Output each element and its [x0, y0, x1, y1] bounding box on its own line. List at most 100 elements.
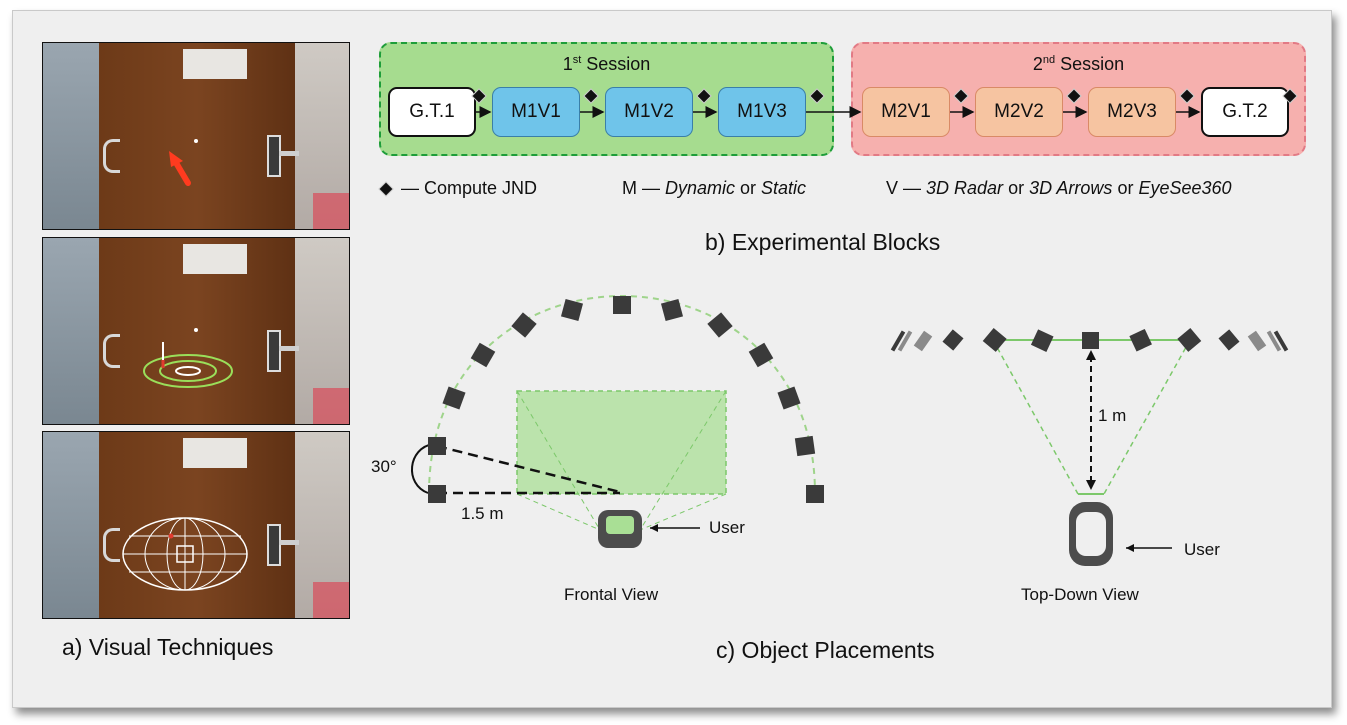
radar-ring	[175, 366, 201, 376]
jnd-legend-diamond-icon	[378, 181, 394, 197]
jnd-diamond-icon	[1066, 88, 1082, 104]
photo-paper	[183, 244, 247, 274]
session-2-label: 2nd Session	[1032, 54, 1125, 74]
block-m1v1: M1V1	[492, 87, 580, 137]
top-down-view-title: Top-Down View	[1021, 585, 1139, 604]
placement-box-icon	[913, 330, 933, 352]
placement-box-icon	[942, 329, 964, 351]
visual-technique-photo-eyesee360	[42, 431, 350, 619]
jnd-diamond-icon	[953, 88, 969, 104]
placement-box-icon	[1266, 330, 1282, 352]
placement-box-icon	[707, 312, 733, 338]
user-pointer-head	[650, 524, 658, 532]
placement-box-icon	[1218, 329, 1240, 351]
eyesee360-viewport	[176, 545, 194, 563]
placement-box-icon	[897, 330, 913, 352]
panel-a-caption: a) Visual Techniques	[62, 634, 274, 660]
block-m2v2: M2V2	[975, 87, 1063, 137]
angle-label: 30°	[371, 457, 397, 476]
distance-arrow-head	[1086, 350, 1096, 360]
placement-box-icon	[982, 327, 1007, 352]
arrow-overlay	[169, 151, 191, 186]
block-m2v3: M2V3	[1088, 87, 1176, 137]
field-of-view-area	[516, 390, 727, 495]
placement-box-icon	[748, 342, 774, 368]
photo-wall-detail	[313, 388, 349, 424]
placement-box-icon	[470, 342, 496, 368]
gaze-point	[194, 139, 198, 143]
distance-label-topdown: 1 m	[1098, 406, 1127, 425]
placement-box-icon	[428, 485, 446, 503]
fov-line	[516, 493, 601, 531]
photo-door-handle	[267, 330, 299, 372]
photo-paper	[183, 438, 247, 468]
placement-box-icon	[1273, 330, 1289, 352]
placement-box-icon	[1082, 332, 1099, 349]
photo-wall-detail	[313, 193, 349, 229]
panel-b-caption: b) Experimental Blocks	[705, 229, 941, 255]
placement-box-icon	[806, 485, 824, 503]
visual-technique-photo-radar	[42, 237, 350, 425]
photo-door-handle	[103, 334, 120, 368]
jnd-diamond-icon	[1179, 88, 1195, 104]
eyesee360-target	[168, 533, 174, 539]
panel-c-caption: c) Object Placements	[716, 637, 935, 663]
jnd-diamond-icon	[583, 88, 599, 104]
placement-box-icon	[660, 298, 684, 322]
fov-line	[639, 493, 727, 531]
placement-box-icon	[1177, 327, 1202, 352]
placement-box-icon	[890, 330, 906, 352]
photo-door-handle	[103, 528, 120, 562]
legend-m: M — Dynamic or Static	[622, 178, 807, 198]
placement-box-icon	[511, 312, 537, 338]
block-m1v3: M1V3	[718, 87, 806, 137]
user-label-frontal: User	[709, 518, 745, 537]
placement-box-icon	[1129, 328, 1152, 352]
placement-box-icon	[1247, 330, 1267, 352]
frontal-view-title: Frontal View	[564, 585, 659, 604]
legend-v: V — 3D Radar or 3D Arrows or EyeSee360	[886, 178, 1232, 198]
jnd-diamond-icon	[471, 88, 487, 104]
red-arrow-head	[169, 151, 183, 167]
radar-ring	[159, 360, 217, 382]
jnd-diamond-icon	[1282, 88, 1298, 104]
session-1-label: 1st Session	[562, 54, 651, 74]
placement-box-icon	[794, 435, 816, 457]
jnd-diamond-icon	[696, 88, 712, 104]
headset-top-view-icon	[1069, 502, 1113, 566]
block-m1v2: M1V2	[605, 87, 693, 137]
photo-wall-detail	[313, 582, 349, 618]
block-m2v1: M2V1	[862, 87, 950, 137]
placement-box-icon	[1030, 329, 1054, 352]
legend-jnd: — Compute JND	[401, 178, 538, 198]
photo-paper	[183, 49, 247, 79]
eyesee360-overlay	[122, 517, 248, 591]
user-label-topdown: User	[1184, 540, 1220, 559]
photo-door-handle	[267, 135, 299, 177]
placement-box-icon	[560, 298, 584, 322]
visual-technique-photo-arrow	[42, 42, 350, 230]
headset-user-icon	[598, 510, 642, 548]
photo-wall	[43, 432, 99, 618]
block-gt2: G.T.2	[1201, 87, 1289, 137]
red-arrow-icon	[172, 158, 191, 186]
photo-door-handle	[267, 524, 299, 566]
photo-door-handle	[103, 139, 120, 173]
user-pointer-head	[1126, 544, 1134, 552]
photo-wall	[43, 238, 99, 424]
placement-box-icon	[777, 386, 801, 410]
angle-arc	[411, 443, 434, 494]
distance-arrow-head	[1086, 480, 1096, 490]
distance-label-frontal: 1.5 m	[461, 504, 504, 523]
gaze-point	[194, 328, 198, 332]
fov-line	[639, 390, 727, 531]
jnd-diamond-icon	[809, 88, 825, 104]
block-gt1: G.T.1	[388, 87, 476, 137]
fov-line	[1103, 339, 1191, 495]
placement-box-icon	[442, 386, 466, 410]
photo-wall	[43, 43, 99, 229]
placement-box-icon	[428, 437, 446, 455]
